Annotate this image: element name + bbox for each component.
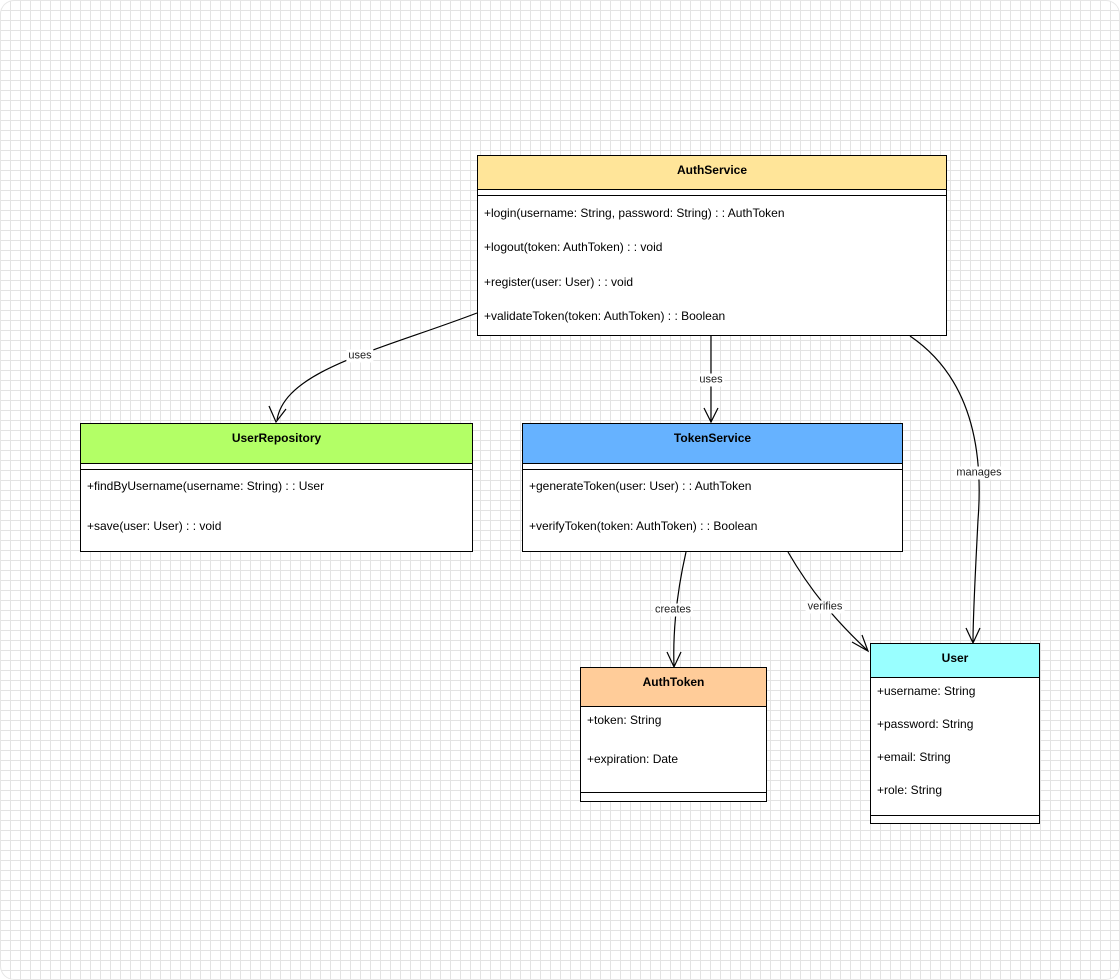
class-tokenservice-title: TokenService bbox=[523, 424, 902, 464]
edge-uses-userrepository-arrow bbox=[268, 405, 287, 424]
edge-label-verifies-user: verifies bbox=[805, 600, 845, 614]
attr-expiration: +expiration: Date bbox=[587, 752, 679, 766]
class-userrepository-attr-compartment bbox=[81, 464, 472, 470]
class-tokenservice-attr-compartment bbox=[523, 464, 902, 470]
edge-manages-user bbox=[909, 335, 980, 643]
class-authservice[interactable]: AuthService +login(username: String, pas… bbox=[477, 155, 947, 336]
method-verifytoken: +verifyToken(token: AuthToken) : : Boole… bbox=[529, 519, 758, 533]
method-save: +save(user: User) : : void bbox=[87, 519, 222, 533]
class-authtoken-method-compartment bbox=[581, 792, 766, 793]
class-userrepository-title: UserRepository bbox=[81, 424, 472, 464]
edge-creates-authtoken bbox=[673, 551, 687, 667]
class-user-title: User bbox=[871, 644, 1039, 678]
attr-password: +password: String bbox=[877, 717, 974, 731]
edge-uses-userrepository bbox=[276, 312, 478, 421]
class-authtoken[interactable]: AuthToken +token: String +expiration: Da… bbox=[580, 667, 767, 802]
class-authservice-attr-compartment bbox=[478, 190, 946, 196]
attr-role: +role: String bbox=[877, 783, 943, 797]
attr-token: +token: String bbox=[587, 713, 662, 727]
edge-uses-tokenservice-arrow bbox=[703, 407, 719, 424]
method-register: +register(user: User) : : void bbox=[484, 275, 634, 289]
edge-label-uses-tokenservice: uses bbox=[697, 373, 725, 387]
method-logout: +logout(token: AuthToken) : : void bbox=[484, 240, 663, 254]
method-findbyusername: +findByUsername(username: String) : : Us… bbox=[87, 479, 325, 493]
method-validatetoken: +validateToken(token: AuthToken) : : Boo… bbox=[484, 309, 726, 323]
attr-username: +username: String bbox=[877, 684, 976, 698]
class-tokenservice[interactable]: TokenService +generateToken(user: User) … bbox=[522, 423, 903, 552]
method-login: +login(username: String, password: Strin… bbox=[484, 206, 785, 220]
class-authservice-title: AuthService bbox=[478, 156, 946, 190]
attr-email: +email: String bbox=[877, 750, 951, 764]
class-user-method-compartment bbox=[871, 815, 1039, 816]
edge-label-uses-userrepository: uses bbox=[346, 349, 374, 363]
class-authtoken-title: AuthToken bbox=[581, 668, 766, 707]
class-userrepository[interactable]: UserRepository +findByUsername(username:… bbox=[80, 423, 473, 552]
method-generatetoken: +generateToken(user: User) : : AuthToken bbox=[529, 479, 752, 493]
edge-label-creates-authtoken: creates bbox=[652, 603, 694, 617]
edge-label-manages-user: manages bbox=[954, 466, 1004, 480]
edge-verifies-user-arrow bbox=[851, 634, 870, 653]
class-user[interactable]: User +username: String +password: String… bbox=[870, 643, 1040, 824]
